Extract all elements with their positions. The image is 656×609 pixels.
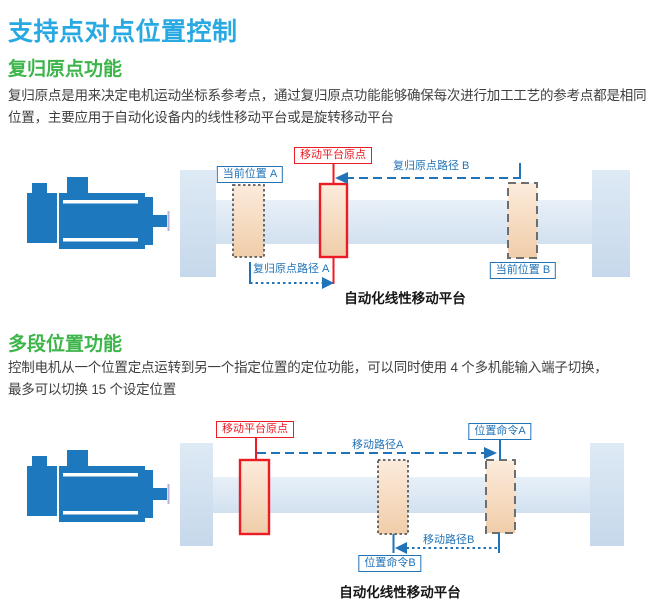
diagram2-caption: 自动化线性移动平台 <box>339 585 461 600</box>
position-cmd-a-label: 位置命令A <box>468 423 532 440</box>
origin-label: 移动平台原点 <box>216 421 294 438</box>
position-rects <box>238 458 516 536</box>
rail-end-cap-left <box>180 443 213 546</box>
section1-heading: 复归原点功能 <box>8 59 123 80</box>
current-position-b-rect <box>507 182 538 259</box>
current-position-a-rect <box>232 184 265 258</box>
platform-origin-rect <box>318 182 349 259</box>
section2-paragraph: 控制电机从一个位置定点运转到另一个指定位置的定位功能，可以同时使用 4 个多机能… <box>8 360 608 397</box>
diagram1-caption: 自动化线性移动平台 <box>344 291 466 306</box>
homing-path-a-arrow <box>249 262 334 289</box>
platform-origin-rect <box>238 458 271 536</box>
rail-end-cap-right <box>592 170 630 277</box>
move-path-a-label: 移动路径A <box>352 439 404 451</box>
section1-paragraph: 复归原点是用来决定电机运动坐标系参考点，通过复归原点功能能够确保每次进行加工工艺… <box>8 88 647 125</box>
move-path-a-arrow <box>257 447 497 459</box>
homing-diagram-graphic <box>27 163 630 289</box>
homing-diagram: 移动平台原点 当前位置 A 当前位置 B 复归原点路径 B 复归原点路径 A 自… <box>0 145 656 313</box>
motor-icon <box>27 177 170 249</box>
motor-icon <box>27 450 170 522</box>
multi-position-diagram: 移动平台原点 位置命令A 位置命令B 移动路径A 移动路径B 自动化线性移动平台 <box>0 418 656 606</box>
rail-end-cap-right <box>590 443 624 546</box>
homing-path-b-label: 复归原点路径 B <box>393 160 470 172</box>
origin-label: 移动平台原点 <box>294 147 372 164</box>
multi-position-diagram-graphic <box>27 437 624 554</box>
position-a-rect <box>485 459 516 534</box>
current-position-a-label: 当前位置 A <box>216 166 284 183</box>
section2-heading: 多段位置功能 <box>8 334 123 355</box>
homing-path-a-label: 复归原点路径 A <box>253 263 330 275</box>
move-path-b-arrow <box>392 533 500 554</box>
rail-end-cap-left <box>180 170 216 277</box>
current-position-b-label: 当前位置 B <box>489 262 557 279</box>
page-title: 支持点对点位置控制 <box>8 18 238 46</box>
homing-path-b-arrow <box>335 163 521 184</box>
move-path-b-label: 移动路径B <box>423 534 475 546</box>
position-b-rect <box>377 459 409 535</box>
position-cmd-b-label: 位置命令B <box>358 555 422 572</box>
position-rects <box>232 182 538 259</box>
